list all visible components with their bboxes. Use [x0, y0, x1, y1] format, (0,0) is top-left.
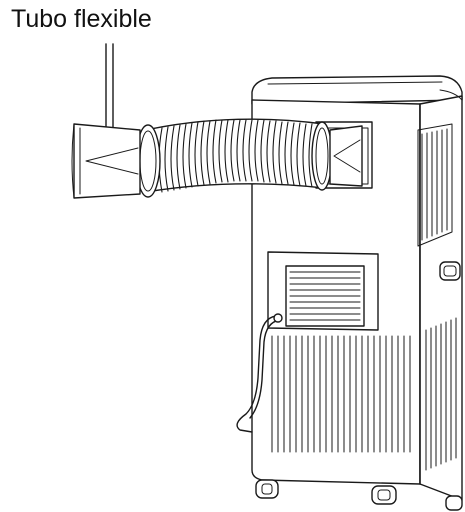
front-lower-panel: [267, 251, 379, 331]
caster-wheel-front-right: [371, 485, 397, 505]
caster-wheel-back-right: [445, 495, 463, 511]
label-leader-line: [105, 43, 114, 139]
side-grille: [417, 123, 453, 247]
window-nozzle: [71, 123, 141, 199]
filter-grille: [289, 271, 361, 321]
caster-wheel-front-left: [255, 479, 279, 499]
power-cord: [236, 313, 283, 433]
side-lower-louvres: [425, 317, 457, 471]
front-louvres: [271, 335, 411, 453]
hose-corrugations: [158, 119, 313, 193]
unit-side-adapter: [329, 125, 363, 187]
hose-coupling-right: [311, 121, 333, 191]
side-handle: [439, 261, 461, 281]
flexible-hose: [135, 118, 333, 198]
hose-label: Tubo flexible: [11, 5, 152, 33]
